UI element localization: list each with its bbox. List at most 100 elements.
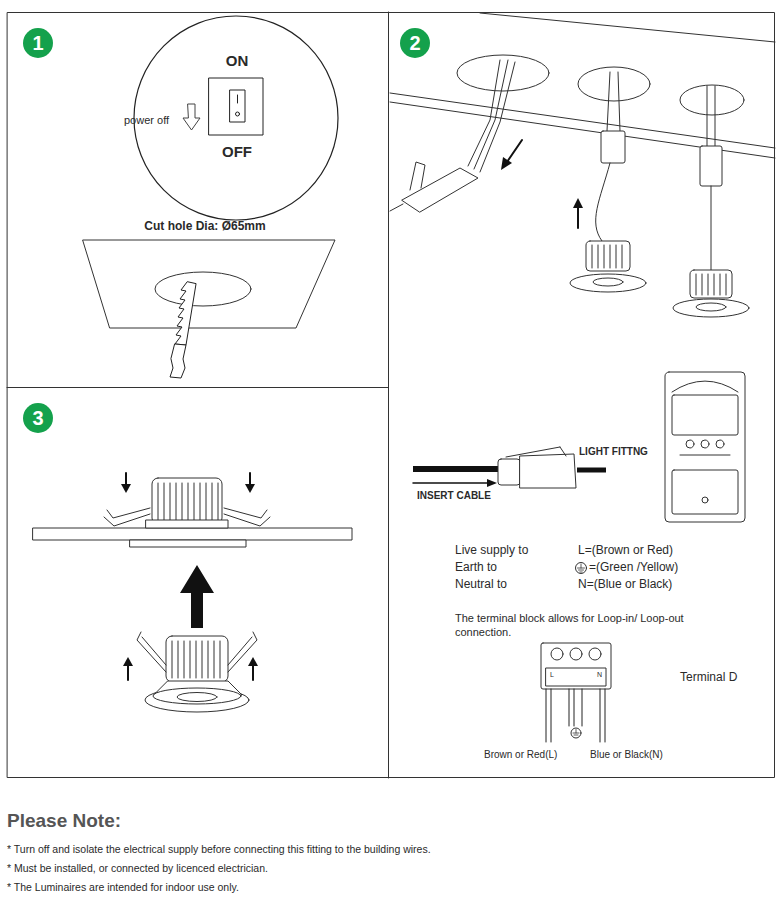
label-text: * Must be installed, or connected by lic… [7,862,268,874]
callout-number: 1 [32,32,43,55]
move-arrow [577,207,579,228]
heat-fins [592,245,622,268]
cut-hole [155,272,251,306]
label-text: ON [226,52,249,69]
down-arrow [183,104,200,130]
light-lead [596,163,610,241]
earth-symbol [578,564,585,572]
label-text: * The Luminaires are intended for indoor… [7,881,239,893]
label-text: * Turn off and isolate the electrical su… [7,843,431,855]
label-text: N [597,671,602,679]
light-body [690,270,732,298]
light-bezel [673,299,749,317]
label-text: L [550,671,554,679]
step-box: 2 [400,28,430,58]
step-number: 2 [400,28,430,58]
heat-fins [158,483,218,520]
terminal-screw [570,648,582,660]
light-bezel [570,274,646,292]
spring-clip [104,514,150,526]
step-box: 3 [23,403,53,433]
saw-handle [170,344,186,378]
terminal-slots [546,668,606,686]
switch-mark [237,95,238,103]
panel-divider [388,12,389,778]
supply-wire [707,86,708,146]
heat-fins [696,274,726,295]
connector-lever [560,447,566,456]
panel-frame [8,13,775,778]
label-text: Cut hole Dia: Ø65mm [144,220,265,234]
cable [413,466,499,472]
supply-wire [607,72,610,131]
move-arrow [507,140,522,162]
step-circle [23,403,53,433]
label-text: power off [124,114,169,127]
terminal-connector [601,131,625,163]
ceiling-edge [480,13,775,42]
move-arrow [573,198,583,208]
terminal-screw [716,440,724,448]
push-arrow [121,484,131,493]
terminal-block [665,372,745,522]
light-lens [593,278,623,286]
heat-fins [172,641,220,678]
push-arrow [252,665,254,680]
label-text: Blue or Black(N) [590,749,663,761]
label-text: Earth to [455,561,497,575]
spring-clip [228,632,257,672]
push-arrow [125,473,127,485]
push-arrow [248,657,258,666]
push-arrow [127,665,129,680]
label-text: Live supply to [455,544,528,558]
spring-clip [137,632,166,672]
ceiling-hole [457,55,549,91]
insert-arrow [180,565,214,628]
supply-wire [618,72,620,131]
light-lens [696,303,726,311]
move-arrow [501,157,512,170]
spring-clip [228,637,252,665]
connector-lever [410,162,425,190]
step-box: 1 [23,28,53,58]
label-text: LIGHT FITTNG [579,446,648,458]
switch-plate [209,78,263,135]
earth-symbol [573,730,579,736]
ceiling-board [83,240,335,328]
supply-wire [390,204,403,211]
spring-clip [224,514,270,526]
push-arrow [245,484,255,493]
terminal-screw [702,497,708,503]
callout-number: 2 [409,32,420,55]
callout-number: 3 [32,407,43,430]
earth-symbol [571,728,581,738]
terminal-screw [686,440,694,448]
step-number: 3 [23,403,53,433]
light-bezel [153,688,241,704]
supply-wire [480,62,515,172]
terminal-block [672,381,738,392]
terminal-lever [672,470,738,514]
insert-arrow [413,482,488,484]
light-trim [130,540,246,547]
label-text: The terminal block allows for Loop-in/ L… [455,611,705,639]
switch-mark [236,112,240,116]
terminal-screw [589,648,601,660]
supply-wire [474,60,508,169]
light-body [166,636,228,682]
terminal-screw [701,440,709,448]
terminal-block [680,455,730,456]
step-number: 1 [23,28,53,58]
label-text: N=(Blue or Black) [578,578,672,592]
switch-rocker [230,90,245,122]
label-text: Brown or Red(L) [484,749,557,761]
earth-symbol [576,563,587,574]
ceiling-hole [680,85,744,115]
supply-wire [468,60,500,166]
light-body [152,478,222,524]
label-text: Terminal D [680,671,737,685]
supply-wire [715,86,716,146]
